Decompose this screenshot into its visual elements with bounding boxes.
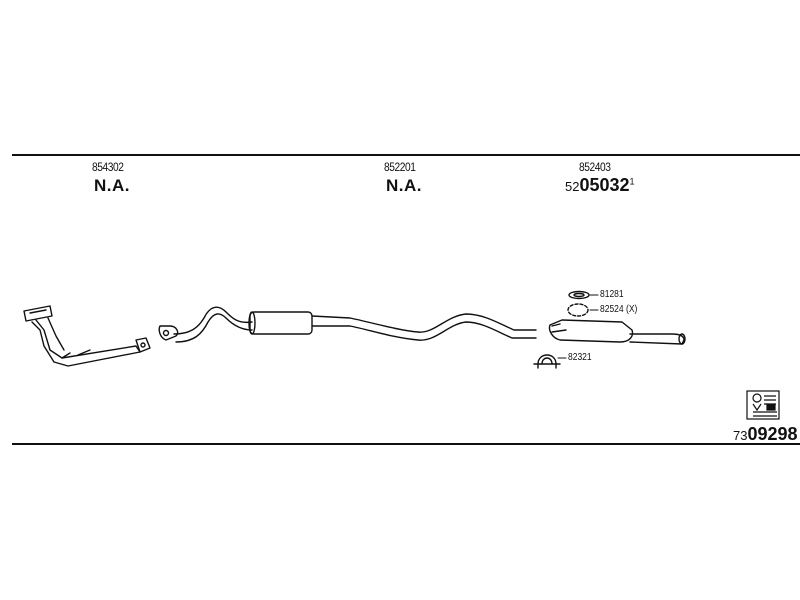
- part-label-82321: 82321: [568, 352, 592, 363]
- part-number-852201: 852201: [384, 160, 416, 174]
- ring-part: [567, 303, 589, 317]
- code-main: 05032: [579, 175, 630, 195]
- na-label-2: N.A.: [386, 176, 422, 195]
- code-superscript: 1: [629, 176, 635, 187]
- gasket-part: [568, 290, 590, 300]
- part-number-854302: 854302: [92, 160, 124, 174]
- front-flange: [158, 325, 179, 341]
- part-number-852403: 852403: [579, 160, 611, 174]
- reference-main: 09298: [747, 424, 798, 444]
- code-prefix: 52: [565, 179, 580, 194]
- front-pipe-manifold: [23, 305, 151, 367]
- code-5205032: 52050321: [565, 175, 635, 196]
- na-label-1: N.A.: [94, 176, 130, 195]
- bottom-rule: [12, 443, 800, 445]
- reference-prefix: 73: [733, 428, 748, 443]
- part-label-82524: 82524 (X): [600, 304, 638, 315]
- centre-silencer-pipe: [173, 306, 537, 343]
- rear-silencer: [548, 319, 686, 345]
- top-rule: [12, 154, 800, 156]
- part-label-81281: 81281: [600, 289, 624, 300]
- leader-lines: [557, 294, 599, 359]
- clamp-part: [533, 354, 561, 369]
- reference-number: 7309298: [733, 424, 798, 445]
- catalog-reference-icon: [746, 390, 780, 420]
